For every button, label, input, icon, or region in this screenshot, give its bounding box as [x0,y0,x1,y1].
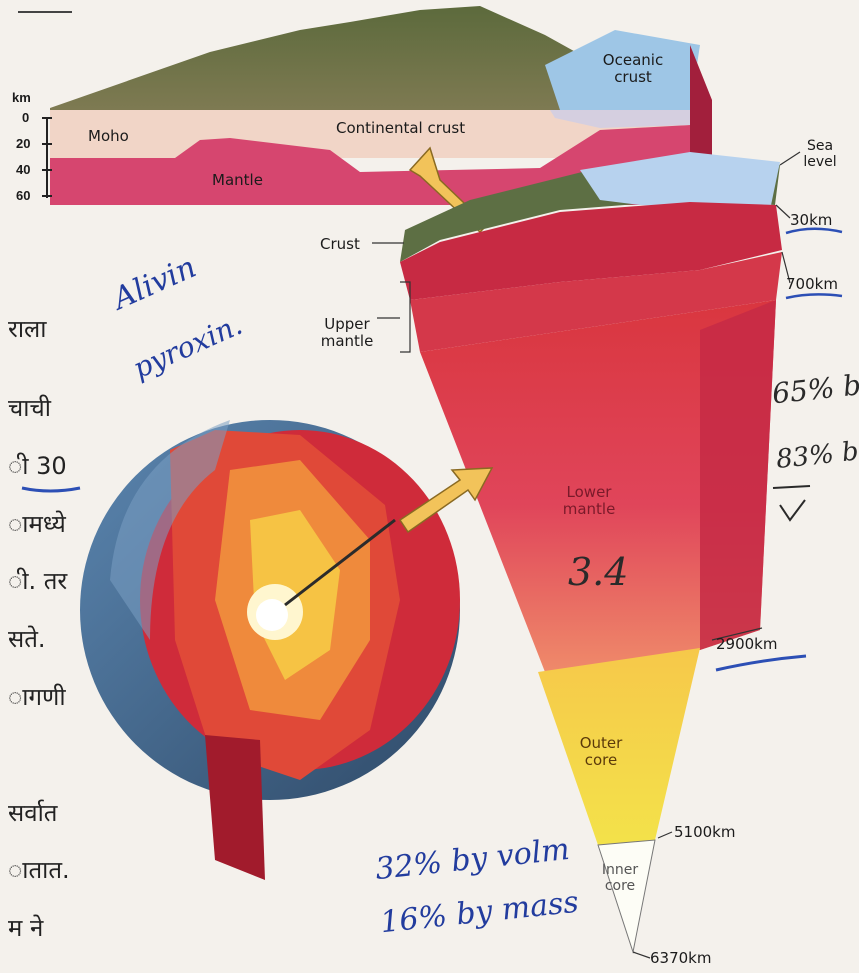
label-sea-level: Sea level [800,138,840,170]
label-lower-mantle: Lower mantle [560,484,618,518]
marathi-line-6: सते. [8,626,46,652]
axis-tick-60: 60 [16,188,30,203]
marathi-line-3: ी 30 [8,453,67,479]
label-continental-crust: Continental crust [336,120,465,137]
marathi-line-2: चाची [8,395,51,421]
label-crust: Crust [320,236,360,253]
axis-tick-40: 40 [16,162,30,177]
label-mantle: Mantle [212,172,263,189]
depth-30km: 30km [790,212,832,229]
marathi-line-9: ातात. [8,857,70,883]
marathi-line-4: ामध्ये [8,511,66,537]
axis-tick-0: 0 [22,110,29,125]
marathi-line-8: सर्वात [8,800,57,826]
check-mark [780,500,805,520]
inner-core-wedge [598,840,655,952]
underline-30 [22,488,80,491]
label-upper-mantle: Upper mantle [316,316,378,350]
depth-700km: 700km [786,276,838,293]
label-outer-core: Outer core [576,735,626,769]
lower-mantle-side [700,300,776,650]
axis-unit: km [12,90,31,105]
marathi-line-10: म ने [8,915,43,941]
label-moho: Moho [88,128,129,145]
label-inner-core: Inner core [600,862,640,894]
marathi-line-7: ागणी [8,684,66,710]
depth-6370km: 6370km [650,950,711,967]
earth-cutaway-sphere [80,420,460,880]
axis-tick-20: 20 [16,136,30,151]
marathi-line-5: ी. तर [8,568,67,594]
handwriting-3-4: 3.4 [568,550,628,594]
depth-5100km: 5100km [674,824,735,841]
marathi-line-1: राला [8,316,47,342]
depth-2900km: 2900km [716,636,777,653]
terrain-surface [50,6,600,110]
label-oceanic-crust: Oceanic crust [598,52,668,86]
underline-2900 [716,656,806,670]
